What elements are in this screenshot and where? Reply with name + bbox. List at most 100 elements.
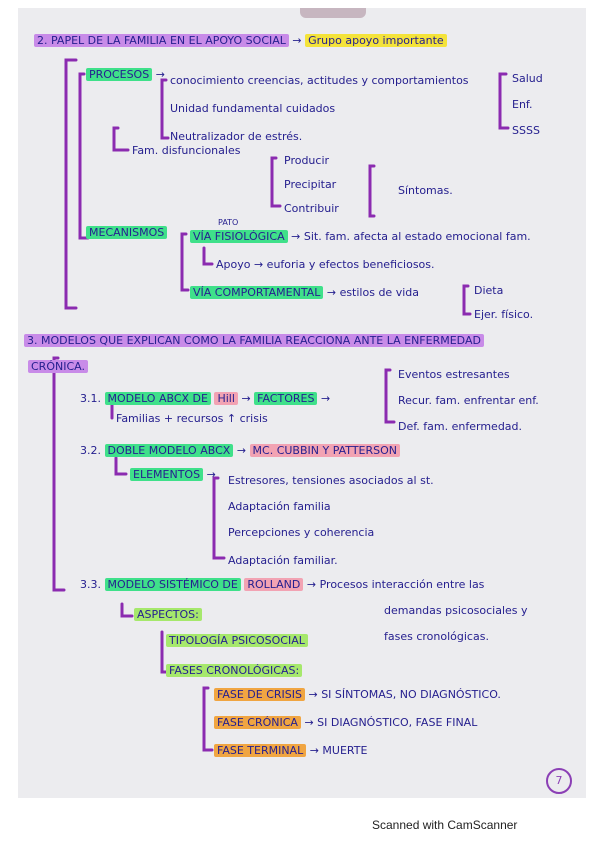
tipologia-row: TIPOLOGÍA PSICOSOCIAL [166, 634, 308, 647]
elementos-row: ELEMENTOS → [130, 468, 216, 481]
fase-row-crisis: FASE DE CRISIS → SI SÍNTOMAS, NO DIAGNÓS… [214, 688, 501, 701]
m31-item-0: Eventos estresantes [398, 368, 510, 381]
m33-label: MODELO SISTÉMICO DE [104, 578, 241, 591]
s3-heading-line2: CRÓNICA. [28, 360, 88, 373]
aspectos-label: ASPECTOS: [134, 608, 202, 621]
bracket-s3-main [52, 356, 66, 592]
bracket-el-items [212, 476, 226, 560]
m33-result-1: Procesos interacción entre las [319, 578, 485, 591]
fase-crisis-result: SI SÍNTOMAS, NO DIAGNÓSTICO. [321, 688, 501, 701]
bracket-fam [112, 126, 130, 152]
page-number-badge: 7 [546, 768, 572, 794]
m32-row: 3.2. DOBLE MODELO ABCX → MC. CUBBIN Y PA… [80, 444, 401, 457]
m2-result: estilos de vida [339, 286, 419, 299]
arrow-icon: → [309, 744, 319, 757]
bracket-sintomas [368, 164, 376, 218]
fam-label: Fam. disfuncionales [132, 144, 241, 157]
bracket-fases [202, 686, 214, 752]
mecanismos-row: MECANISMOS [86, 226, 168, 239]
notebook-tab [300, 8, 366, 18]
arrow-icon: → [155, 68, 165, 81]
m32-result: MC. CUBBIN Y PATTERSON [249, 444, 401, 457]
s2-heading-result: Grupo apoyo importante [305, 34, 447, 47]
fases-label: FASES CRONOLÓGICAS: [166, 664, 303, 677]
m31-row: 3.1. MODELO ABCX DE Hill → FACTORES → [80, 392, 330, 405]
bracket-aspectos [120, 602, 134, 618]
p1-text: conocimiento creencias, actitudes y comp… [170, 74, 469, 87]
bracket-targets [498, 72, 510, 130]
m1-result: Sit. fam. afecta al estado emocional fam… [303, 230, 531, 243]
target-salud: Salud [512, 72, 543, 85]
procesos-row: PROCESOS → [86, 68, 165, 81]
m1-row: VÍA FISIOLÓGICA → Sit. fam. afecta al es… [190, 230, 531, 243]
arrow-icon: → [320, 392, 331, 405]
s3-heading-line1: 3. MODELOS QUE EXPLICAN COMO LA FAMILIA … [24, 334, 484, 347]
arrow-icon: → [306, 578, 317, 591]
m2-label: VÍA COMPORTAMENTAL [190, 286, 324, 299]
bracket-elementos [114, 456, 128, 476]
bracket-m31-items [384, 368, 396, 424]
arrow-icon: → [206, 468, 216, 481]
m33-result-3: fases cronológicas. [384, 630, 489, 643]
m32-number: 3.2. [80, 444, 101, 457]
aspectos-row: ASPECTOS: [134, 608, 202, 621]
s3-heading-1: 3. MODELOS QUE EXPLICAN COMO LA FAMILIA … [24, 334, 484, 347]
arrow-icon: → [236, 444, 247, 457]
target-ssss: SSSS [512, 124, 540, 137]
m33-number: 3.3. [80, 578, 101, 591]
fase-row-terminal: FASE TERMINAL → MUERTE [214, 744, 367, 757]
arrow-icon: → [326, 286, 337, 299]
arrow-icon: → [291, 230, 301, 243]
s2-heading-wrap: 2. PAPEL DE LA FAMILIA EN EL APOYO SOCIA… [34, 34, 447, 47]
p3-text: Neutralizador de estrés. [170, 130, 303, 143]
bracket-mecanismos [180, 232, 190, 292]
m1-sub: Apoyo → euforia y efectos beneficiosos. [216, 258, 435, 271]
scanned-page: 2. PAPEL DE LA FAMILIA EN EL APOYO SOCIA… [18, 8, 586, 798]
bracket-p-items [160, 78, 170, 140]
mecanismos-label: MECANISMOS [86, 226, 168, 239]
bracket-m2-items [462, 284, 472, 316]
procesos-label: PROCESOS [86, 68, 153, 81]
fase-cronica-label: FASE CRÓNICA [214, 716, 301, 729]
fam-item-contribuir: Contribuir [284, 202, 339, 215]
el-item-0: Estresores, tensiones asociados al st. [228, 474, 434, 487]
el-item-1: Adaptación familia [228, 500, 331, 513]
m31-name: Hill [214, 392, 238, 405]
m2-row: VÍA COMPORTAMENTAL → estilos de vida [190, 286, 419, 299]
fase-crisis-label: FASE DE CRISIS [214, 688, 305, 701]
m32-label: DOBLE MODELO ABCX [104, 444, 234, 457]
tipologia-label: TIPOLOGÍA PSICOSOCIAL [166, 634, 308, 647]
bracket-procesos [78, 72, 90, 240]
arrow-icon: → [308, 688, 318, 701]
m31-label: MODELO ABCX DE [104, 392, 211, 405]
fase-row-cronica: FASE CRÓNICA → SI DIAGNÓSTICO, FASE FINA… [214, 716, 477, 729]
fase-terminal-label: FASE TERMINAL [214, 744, 307, 757]
footer-watermark: Scanned with CamScanner [372, 818, 518, 832]
m31-number: 3.1. [80, 392, 101, 405]
p2-text: Unidad fundamental cuidados [170, 102, 336, 115]
s3-heading-2: CRÓNICA. [28, 360, 88, 373]
fases-row: FASES CRONOLÓGICAS: [166, 664, 303, 677]
bracket-m1-sub [202, 246, 214, 266]
s2-heading: 2. PAPEL DE LA FAMILIA EN EL APOYO SOCIA… [34, 34, 289, 47]
fam-item-precipitar: Precipitar [284, 178, 337, 191]
m33-row: 3.3. MODELO SISTÉMICO DE ROLLAND → Proce… [80, 578, 484, 591]
fase-terminal-result: MUERTE [322, 744, 368, 757]
m31-item-2: Def. fam. enfermedad. [398, 420, 523, 433]
bracket-lines [52, 58, 510, 752]
fam-item-producir: Producir [284, 154, 330, 167]
m31-sub: Familias + recursos ↑ crisis [116, 412, 268, 425]
m33-result-2: demandas psicosociales y [384, 604, 528, 617]
arrow-icon: → [241, 392, 251, 405]
arrow-icon: → [304, 716, 314, 729]
bracket-fam-items [270, 156, 282, 208]
bracket-s2-main [64, 58, 78, 310]
el-item-2: Percepciones y coherencia [228, 526, 375, 539]
fase-cronica-result: SI DIAGNÓSTICO, FASE FINAL [317, 716, 478, 729]
m2-item-dieta: Dieta [474, 284, 504, 297]
el-item-3: Adaptación familiar. [228, 554, 338, 567]
m31-item-1: Recur. fam. enfrentar enf. [398, 394, 539, 407]
m33-name: ROLLAND [244, 578, 304, 591]
m1-small: PATO [218, 218, 239, 227]
m2-item-ejer: Ejer. físico. [474, 308, 534, 321]
